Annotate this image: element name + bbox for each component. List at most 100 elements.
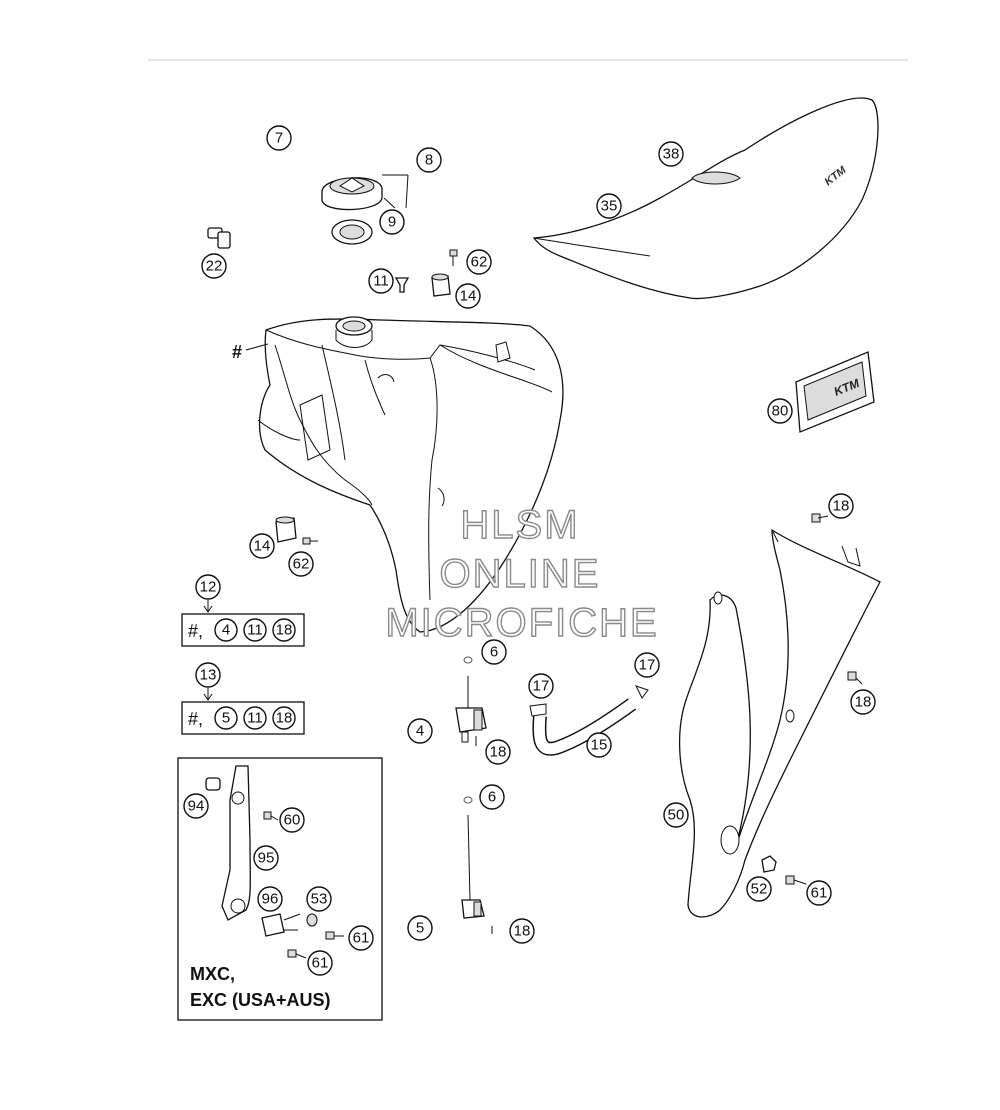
watermark-line1: HLSM	[460, 503, 579, 547]
svg-text:52: 52	[751, 881, 768, 898]
callout-18-top: 18	[828, 493, 854, 519]
bolt-60	[263, 811, 279, 821]
fuel-tank	[257, 316, 564, 633]
damper-14-mid	[275, 516, 297, 543]
callout-12: 12	[195, 574, 221, 600]
svg-text:14: 14	[460, 288, 477, 305]
callout-13: 13	[195, 662, 221, 688]
callout-18-tap5: 18	[509, 918, 535, 944]
kit12-item-1: 4	[214, 618, 238, 642]
svg-text:80: 80	[772, 403, 789, 420]
watermark-line3: MICROFICHE	[385, 601, 658, 645]
kit13-item-1: 5	[214, 706, 238, 730]
bolt-62-mid	[302, 537, 318, 545]
svg-text:18: 18	[514, 923, 531, 940]
bracket-95	[221, 765, 251, 921]
callout-53: 53	[306, 886, 332, 912]
callout-22: 22	[201, 253, 227, 279]
svg-text:9: 9	[388, 214, 396, 231]
callout-18-side: 18	[850, 689, 876, 715]
clamp-96	[261, 913, 301, 937]
cap-seal	[331, 219, 373, 245]
svg-text:17: 17	[639, 657, 656, 674]
svg-text:62: 62	[293, 556, 310, 573]
svg-text:11: 11	[373, 273, 389, 290]
damper-14-top	[431, 273, 451, 297]
screw-11	[394, 277, 410, 293]
callout-8: 8	[416, 147, 442, 173]
svg-text:18: 18	[276, 622, 293, 639]
callout-7: 7	[266, 125, 292, 151]
kit13-prefix: #,	[188, 709, 203, 729]
tank-hash-label: #	[232, 342, 242, 362]
callout-4: 4	[407, 718, 433, 744]
callout-14-top: 14	[455, 283, 481, 309]
bolt-62-top	[449, 249, 458, 266]
svg-text:53: 53	[311, 891, 328, 908]
spacer-94	[205, 777, 221, 791]
callout-6-lower: 6	[479, 784, 505, 810]
svg-text:4: 4	[416, 723, 424, 740]
fuel-cap	[321, 177, 383, 211]
svg-text:96: 96	[262, 891, 279, 908]
callout-62-top: 62	[466, 249, 492, 275]
svg-text:61: 61	[811, 885, 828, 902]
bolt-61-box-b	[287, 949, 307, 959]
svg-text:18: 18	[276, 710, 293, 727]
svg-text:7: 7	[275, 130, 283, 147]
callout-95: 95	[253, 845, 279, 871]
seat: KTM	[532, 97, 879, 300]
callout-94: 94	[183, 793, 209, 819]
svg-text:14: 14	[254, 538, 271, 555]
svg-text:5: 5	[416, 920, 424, 937]
hash-leader	[245, 343, 269, 351]
callout-5: 5	[407, 915, 433, 941]
svg-text:95: 95	[258, 850, 275, 867]
svg-text:13: 13	[200, 667, 217, 684]
svg-text:6: 6	[488, 789, 496, 806]
svg-text:11: 11	[247, 622, 263, 639]
callout-9: 9	[379, 209, 405, 235]
kit12-item-2: 11	[243, 618, 267, 642]
callout-62-mid: 62	[288, 551, 314, 577]
callout-96: 96	[257, 886, 283, 912]
kit13-item-2: 11	[243, 706, 267, 730]
svg-text:38: 38	[663, 146, 680, 163]
callout-61-box-a: 61	[348, 925, 374, 951]
svg-text:18: 18	[855, 694, 872, 711]
callout-61-box-b: 61	[307, 950, 333, 976]
callout-18-tap4: 18	[485, 739, 511, 765]
fuel-tap-5	[461, 796, 493, 934]
callout-11: 11	[368, 268, 394, 294]
svg-text:12: 12	[200, 579, 217, 596]
kit12-item-3: 18	[272, 618, 296, 642]
svg-text:4: 4	[222, 622, 230, 639]
svg-text:18: 18	[490, 744, 507, 761]
svg-text:17: 17	[533, 678, 550, 695]
callout-80: 80	[767, 398, 793, 424]
callout-52: 52	[746, 876, 772, 902]
bolt-61-panel	[785, 875, 807, 885]
svg-text:62: 62	[471, 254, 488, 271]
callout-50: 50	[663, 802, 689, 828]
callout-35: 35	[596, 193, 622, 219]
hose-fitting	[207, 227, 231, 249]
washer-53	[306, 913, 318, 927]
svg-text:8: 8	[425, 152, 433, 169]
callout-14-mid: 14	[249, 533, 275, 559]
svg-text:22: 22	[206, 258, 223, 275]
fuel-tap-4	[455, 656, 487, 746]
callout-6-upper: 6	[481, 639, 507, 665]
callout-38: 38	[658, 141, 684, 167]
bolt-18-side	[847, 671, 863, 685]
svg-text:35: 35	[601, 198, 618, 215]
svg-text:61: 61	[312, 955, 329, 972]
callout-17-right: 17	[634, 652, 660, 678]
breather-hose	[241, 135, 354, 233]
bolt-61-box-a	[325, 931, 344, 940]
svg-text:61: 61	[353, 930, 370, 947]
svg-text:11: 11	[247, 710, 263, 727]
callout-15: 15	[586, 732, 612, 758]
svg-text:60: 60	[284, 812, 301, 829]
